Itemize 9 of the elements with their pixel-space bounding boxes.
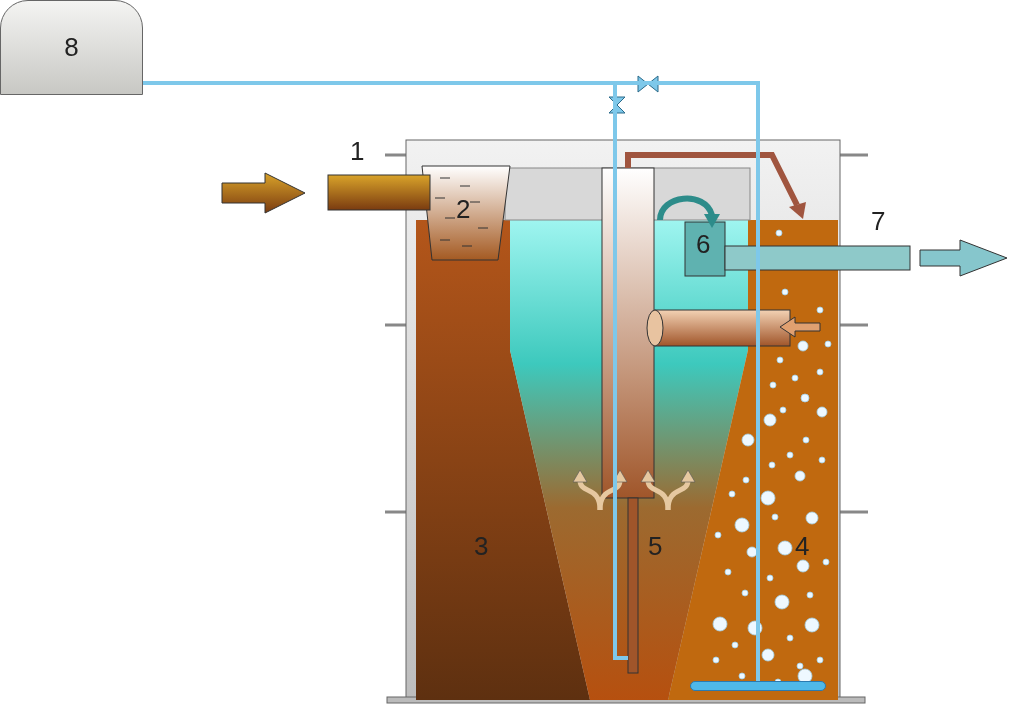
callout-number: 1 [350, 138, 365, 164]
callout-number: 6 [696, 231, 711, 257]
callout-number: 4 [795, 533, 810, 559]
air-diffuser-bar [690, 681, 826, 691]
callout-number: 5 [648, 533, 663, 559]
callout-number: 3 [474, 533, 489, 559]
blower-box: 8 [0, 0, 143, 95]
callout-number: 7 [871, 208, 886, 234]
callout-number: 2 [456, 196, 471, 222]
